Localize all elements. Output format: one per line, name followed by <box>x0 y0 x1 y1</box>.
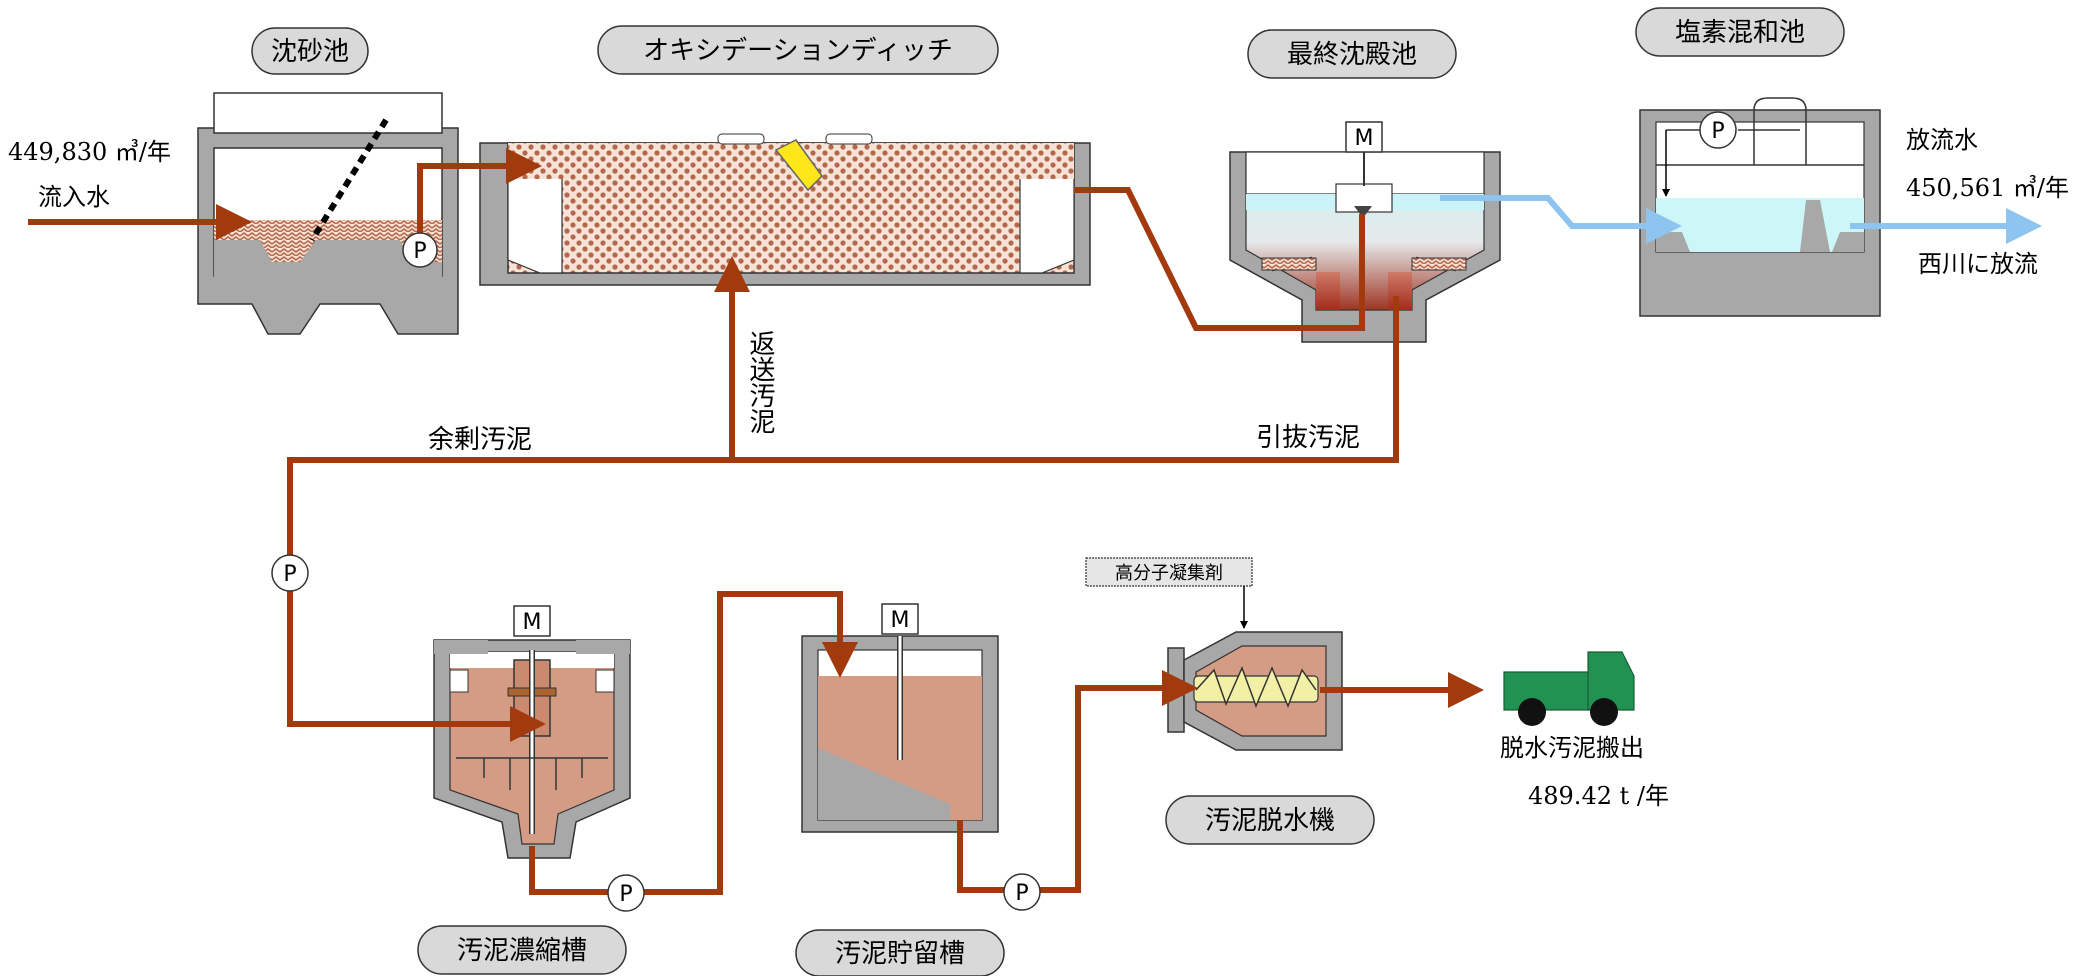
inflow-volume: 449,830 ㎥/年 <box>8 138 171 166</box>
label-final-settling-tank: 最終沈殿池 <box>1247 29 1457 79</box>
inflow-label: 流入水 <box>38 183 110 211</box>
motor-icon <box>881 603 919 635</box>
svg-text:P: P <box>1015 881 1028 906</box>
cake-removal-label: 脱水汚泥搬出 <box>1500 734 1644 762</box>
label-sludge-thickener: 汚泥濃縮槽 <box>417 925 627 975</box>
pump-thickener-icon: P <box>607 874 645 912</box>
withdrawn-sludge-pipe <box>287 296 1399 742</box>
svg-text:最終沈殿池: 最終沈殿池 <box>1287 40 1417 70</box>
settled-water-pipe <box>1440 195 1682 244</box>
storage-to-dewatering-pipe <box>957 670 1198 893</box>
pump-excess-sludge-icon: P <box>271 554 309 592</box>
label-oxidation-ditch: オキシデーションディッチ <box>597 25 999 75</box>
return-sludge-label: 返送汚泥 <box>745 330 775 434</box>
svg-text:M: M <box>1355 126 1374 151</box>
svg-text:オキシデーションディッチ: オキシデーションディッチ <box>643 36 953 66</box>
pump-storage-icon: P <box>1003 873 1041 911</box>
pump-icon <box>1699 111 1737 149</box>
thickener-to-storage-pipe <box>529 591 858 895</box>
svg-text:M: M <box>523 610 542 635</box>
svg-text:P: P <box>283 562 296 587</box>
label-grit-chamber: 沈砂池 <box>251 27 369 75</box>
motor-icon <box>513 605 551 637</box>
svg-text:M: M <box>891 608 910 633</box>
svg-text:汚泥濃縮槽: 汚泥濃縮槽 <box>457 936 587 966</box>
svg-text:塩素混和池: 塩素混和池 <box>1675 18 1805 48</box>
svg-text:沈砂池: 沈砂池 <box>271 37 349 67</box>
svg-text:P: P <box>413 239 426 264</box>
svg-text:P: P <box>1711 119 1724 144</box>
withdrawn-sludge-label: 引抜汚泥 <box>1256 423 1360 453</box>
chlorine-mixing-tank: P <box>1639 97 1881 317</box>
sludge-dewatering-machine <box>1167 631 1343 751</box>
svg-text:P: P <box>619 882 632 907</box>
svg-text:汚泥貯留槽: 汚泥貯留槽 <box>835 939 965 969</box>
motor-icon <box>1345 121 1383 153</box>
ditch-to-settling-pipe <box>1074 187 1365 331</box>
outflow-volume: 450,561 ㎥/年 <box>1906 174 2069 202</box>
oxidation-ditch-tank <box>479 133 1091 286</box>
svg-text:高分子凝集剤: 高分子凝集剤 <box>1115 563 1223 584</box>
label-sludge-storage-tank: 汚泥貯留槽 <box>795 929 1005 976</box>
excess-sludge-label: 余剰汚泥 <box>428 425 532 455</box>
polymer-flocculant-box: 高分子凝集剤 <box>1085 557 1253 629</box>
outflow-label: 放流水 <box>1906 126 1978 154</box>
aerator-icon <box>774 139 823 192</box>
pump-grit-icon: P <box>402 232 438 268</box>
cake-amount: 489.42 t /年 <box>1528 782 1669 810</box>
label-chlorine-mixing-tank: 塩素混和池 <box>1635 7 1845 57</box>
discharge-destination: 西川に放流 <box>1918 250 2038 278</box>
sludge-thickener: M <box>433 605 631 859</box>
svg-text:汚泥脱水機: 汚泥脱水機 <box>1205 806 1335 836</box>
grit-to-ditch-pipe <box>417 148 542 246</box>
sludge-storage-tank: M <box>801 603 999 833</box>
bar-screen <box>309 118 389 242</box>
truck-icon <box>1503 651 1635 726</box>
label-sludge-dewatering-machine: 汚泥脱水機 <box>1165 795 1375 845</box>
